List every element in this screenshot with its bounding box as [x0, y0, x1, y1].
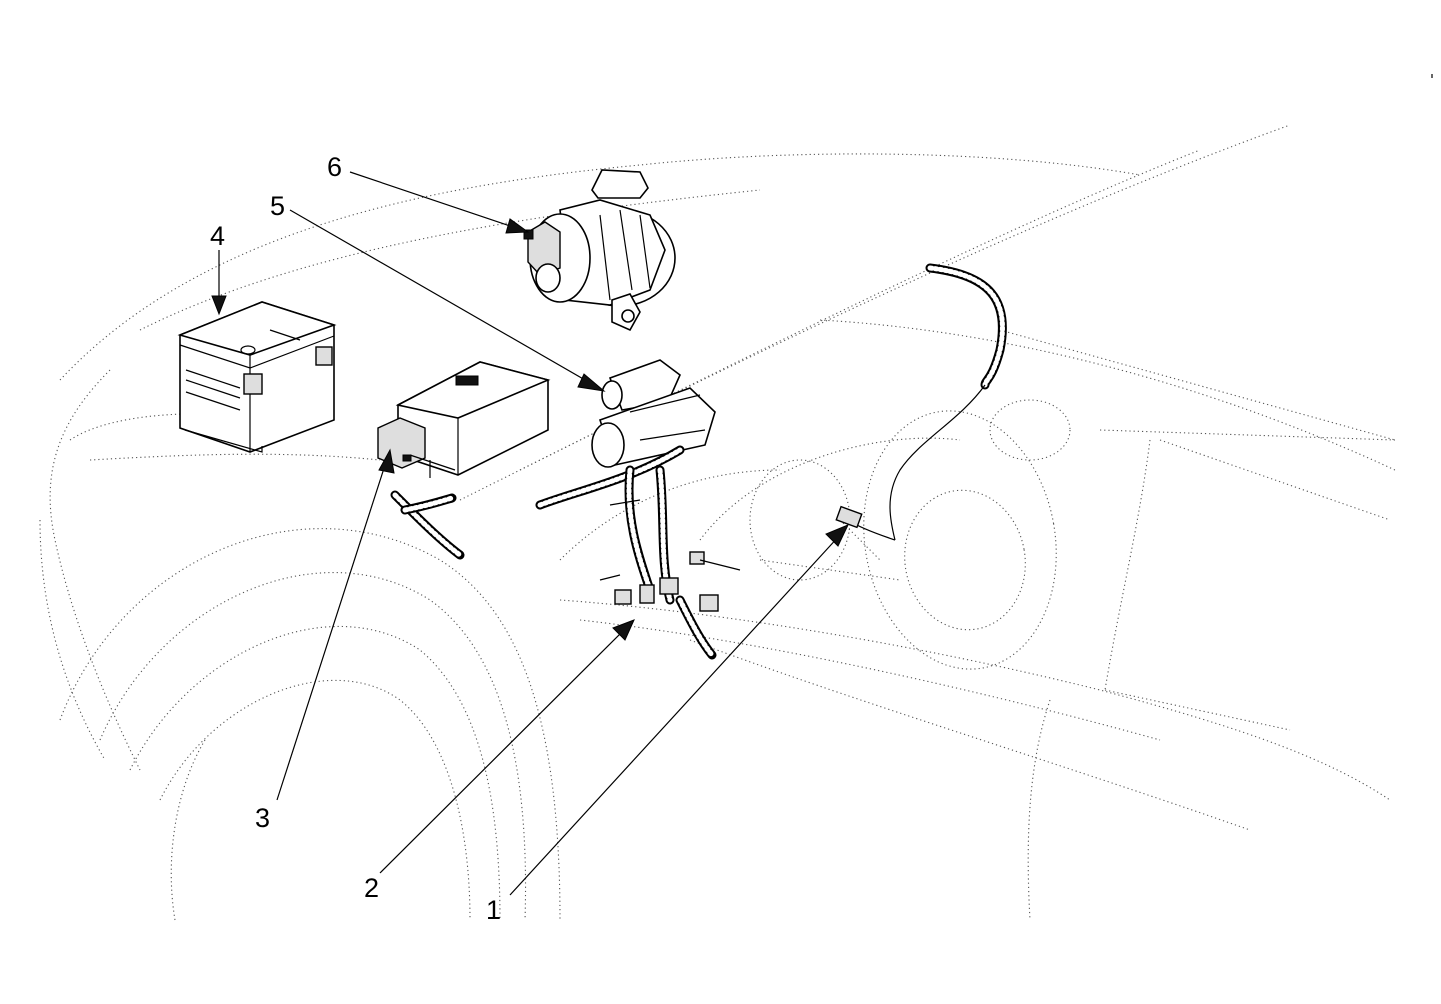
leader-lines [211, 171, 850, 896]
callout-4: 4 [210, 221, 226, 251]
callout-5: 5 [270, 191, 286, 221]
underhood-fuse-block [377, 361, 551, 478]
vehicle-body-outline [39, 124, 1396, 921]
starter-and-harness [390, 359, 741, 660]
callout-3: 3 [255, 803, 271, 833]
callout-1: 1 [486, 895, 502, 925]
steering-harness-lead [835, 263, 1007, 541]
callout-2: 2 [364, 873, 380, 903]
callout-6: 6 [327, 152, 343, 182]
battery [177, 301, 337, 453]
generator-assembly [523, 169, 676, 332]
